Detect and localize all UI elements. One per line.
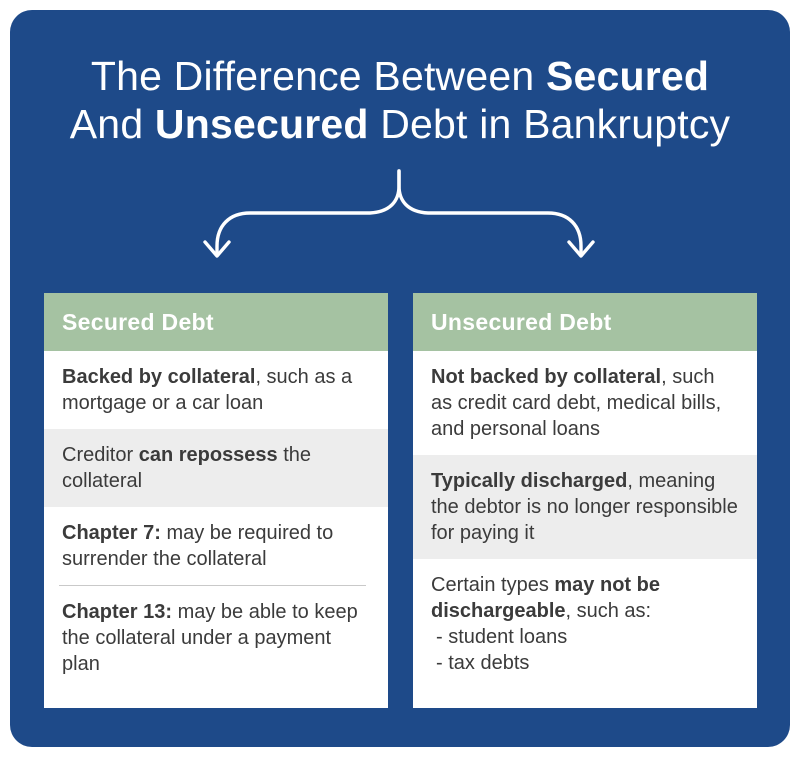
bold-text-segment: Secured [545, 53, 710, 99]
unsecured-debt-header: Unsecured Debt [413, 293, 757, 351]
row-text: Not backed by collateral, such as credit… [431, 364, 739, 442]
secured-debt-rows: Backed by collateral, such as a mortgage… [44, 351, 388, 708]
secured-debt-header: Secured Debt [44, 293, 388, 351]
row-text: Chapter 13: may be able to keep the coll… [62, 599, 370, 677]
cards-container: Secured Debt Backed by collateral, such … [10, 293, 790, 708]
bold-text-segment: Backed by collateral [62, 366, 256, 388]
list-item: - tax debts [436, 652, 530, 674]
table-row: Chapter 7: may be required to surrender … [44, 507, 388, 585]
table-row: Certain types may not be dischargeable, … [413, 559, 757, 708]
split-arrow-icon [203, 169, 595, 258]
table-row: Not backed by collateral, such as credit… [413, 351, 757, 455]
text-segment: , meaning the debtor is no longer respon… [431, 470, 738, 544]
secured-debt-card: Secured Debt Backed by collateral, such … [44, 293, 388, 708]
text-segment: The Difference Between [90, 53, 546, 99]
table-row: Creditor can repossess the collateral [44, 429, 388, 507]
title-line: The Difference Between Secured [10, 52, 790, 100]
text-segment: , such as credit card debt, medical bill… [431, 366, 722, 440]
row-text: Backed by collateral, such as a mortgage… [62, 364, 370, 416]
title-line: And Unsecured Debt in Bankruptcy [10, 100, 790, 148]
text-segment: Certain types [431, 574, 555, 596]
table-row: Chapter 13: may be able to keep the coll… [44, 586, 388, 708]
text-segment: the collateral [62, 444, 312, 492]
bold-text-segment: Typically discharged [431, 470, 628, 492]
bold-text-segment: Unsecured [154, 101, 369, 147]
left-arrow-path [215, 169, 401, 256]
text-segment: Creditor [62, 444, 139, 466]
right-arrowhead [567, 240, 595, 258]
row-text: Typically discharged, meaning the debtor… [431, 468, 739, 546]
bold-text-segment: Chapter 13: [62, 601, 173, 623]
left-arrowhead [203, 240, 231, 258]
row-text: Certain types may not be dischargeable, … [431, 572, 739, 624]
unsecured-debt-card: Unsecured Debt Not backed by collateral,… [413, 293, 757, 708]
bold-text-segment: can repossess [138, 444, 278, 466]
list-item: - student loans [436, 626, 568, 648]
text-segment: And [69, 101, 155, 147]
bold-text-segment: Chapter 7: [62, 522, 161, 544]
text-segment: , such as a mortgage or a car loan [62, 366, 353, 414]
bold-text-segment: Not backed by collateral [431, 366, 662, 388]
row-text: Creditor can repossess the collateral [62, 442, 370, 494]
table-row: Typically discharged, meaning the debtor… [413, 455, 757, 559]
text-segment: , such as: [565, 600, 652, 622]
text-segment: may be required to surrender the collate… [62, 522, 334, 570]
text-segment: may be able to keep the collateral under… [62, 601, 358, 675]
right-arrow-path [397, 169, 583, 256]
text-segment: Debt in Bankruptcy [368, 101, 731, 147]
row-text: Chapter 7: may be required to surrender … [62, 520, 370, 572]
table-row: Backed by collateral, such as a mortgage… [44, 351, 388, 429]
bold-text-segment: may not be dischargeable [431, 574, 660, 622]
row-divider [59, 585, 366, 586]
unsecured-debt-rows: Not backed by collateral, such as credit… [413, 351, 757, 708]
